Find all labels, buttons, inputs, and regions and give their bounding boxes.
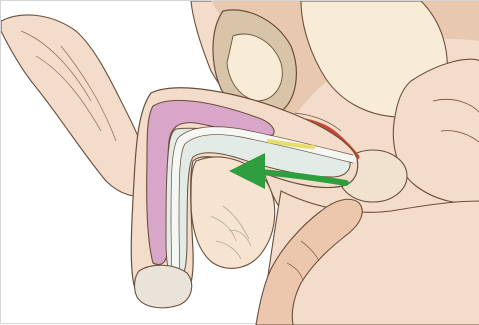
glans — [135, 265, 192, 308]
left-thigh — [1, 15, 153, 196]
